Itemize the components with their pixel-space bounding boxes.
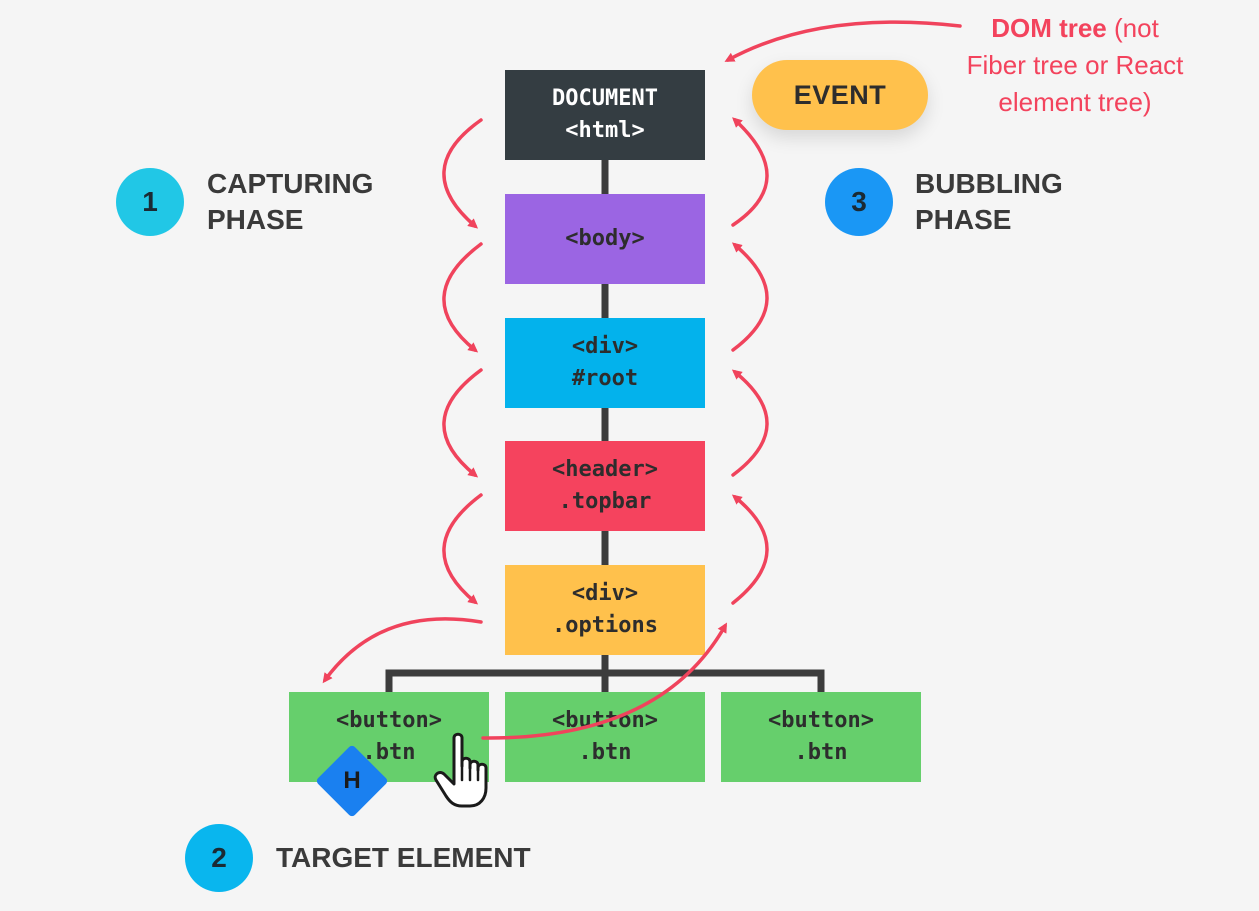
bubbling-phase-badge: 3 (825, 168, 893, 236)
bubble-arrow-2 (731, 242, 769, 352)
bubbling-phase-line2: PHASE (915, 204, 1012, 235)
capture-arrow-1 (442, 118, 483, 229)
node-button-selector: .btn (794, 740, 848, 765)
dom-tree-note-line2: Fiber tree or React (966, 50, 1184, 80)
dom-tree-note-line3: element tree) (998, 87, 1152, 117)
capture-arrow-2 (442, 242, 483, 353)
target-phase-label: TARGET ELEMENT (276, 842, 531, 873)
node-div-options-tag: <div> (571, 581, 639, 606)
bubble-arrow-1 (731, 117, 769, 227)
node-div-root-selector: #root (571, 366, 639, 391)
node-div-options-selector: .options (552, 613, 658, 638)
node-div-root: <div> #root (505, 318, 705, 408)
handler-marker-letter: H (343, 767, 361, 794)
branch-line (385, 669, 825, 692)
dom-tree-note-rest: (not (1106, 13, 1159, 43)
capturing-phase-badge: 1 (116, 168, 184, 236)
capturing-phase-label: CAPTURING PHASE (207, 166, 373, 238)
dom-tree-note: DOM tree (not Fiber tree or React elemen… (940, 10, 1210, 121)
target-phase-badge: 2 (185, 824, 253, 892)
dom-tree-note-line1: DOM tree (not (940, 10, 1210, 47)
node-button-tag: <button> (336, 708, 442, 733)
node-header: <header> .topbar (505, 441, 705, 531)
dom-tree-callout-arrow (724, 20, 962, 62)
node-document-tag: <html> (565, 118, 645, 143)
node-document-label: DOCUMENT (552, 86, 658, 111)
node-body: <body> (505, 194, 705, 284)
bubble-arrow-5 (481, 622, 727, 740)
bubble-arrow-3 (731, 369, 769, 477)
node-header-selector: .topbar (558, 489, 652, 514)
node-button-3[interactable]: <button> .btn (721, 692, 921, 782)
bubbling-phase-label: BUBBLING PHASE (915, 166, 1063, 238)
hand-pointer-icon (433, 732, 488, 808)
capture-arrow-4 (442, 493, 483, 605)
node-button-selector: .btn (578, 740, 632, 765)
node-div-options: <div> .options (505, 565, 705, 655)
node-body-tag: <body> (565, 226, 645, 251)
dom-tree-note-bold: DOM tree (991, 13, 1107, 43)
bubbling-phase-line1: BUBBLING (915, 168, 1063, 199)
bubble-arrow-4 (731, 494, 769, 605)
capturing-phase-line2: PHASE (207, 204, 304, 235)
node-document: DOCUMENT <html> (505, 70, 705, 160)
node-header-tag: <header> (552, 457, 658, 482)
capture-arrow-3 (442, 368, 483, 478)
capturing-phase-line1: CAPTURING (207, 168, 374, 199)
node-button-selector: .btn (362, 740, 416, 765)
capture-arrow-5 (322, 617, 483, 684)
node-button-tag: <button> (768, 708, 874, 733)
node-div-root-tag: <div> (571, 334, 639, 359)
event-pill: EVENT (752, 60, 928, 130)
